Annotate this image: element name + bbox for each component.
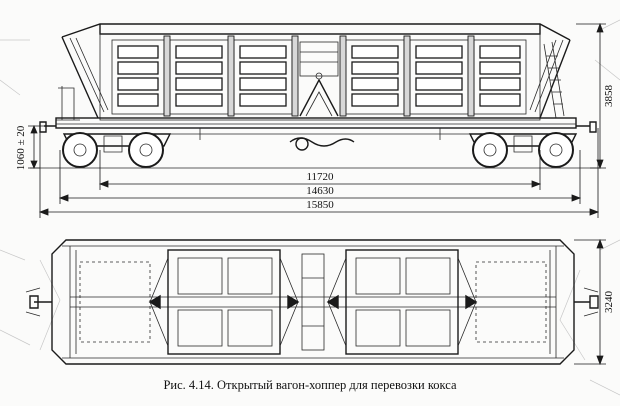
wheel bbox=[128, 132, 164, 168]
plan-center-sill bbox=[70, 296, 556, 308]
left-end-slope bbox=[61, 36, 99, 119]
center-hatch-section bbox=[291, 35, 347, 117]
left-coupler bbox=[39, 121, 56, 133]
dim-width: 3240 bbox=[603, 291, 615, 314]
center-hopper-chute bbox=[299, 78, 339, 117]
roof-outline bbox=[61, 23, 571, 41]
wheel bbox=[62, 132, 98, 168]
plan-bogie-outlines bbox=[79, 261, 547, 343]
brake-cylinder bbox=[295, 137, 309, 151]
body-side bbox=[99, 33, 541, 121]
brake-rigging bbox=[140, 128, 500, 140]
background-ghost-lines bbox=[0, 19, 620, 396]
top-rim bbox=[99, 24, 541, 35]
left-bogie bbox=[62, 132, 172, 168]
brake-platform bbox=[56, 86, 80, 121]
figure-caption: Рис. 4.14. Открытый вагон-хоппер для пер… bbox=[163, 378, 457, 392]
wheel bbox=[472, 132, 508, 168]
dim-total-length: 15850 bbox=[306, 199, 334, 211]
plan-outline bbox=[51, 239, 575, 365]
right-hopper-opening bbox=[326, 249, 478, 355]
side-view bbox=[30, 23, 600, 169]
dimension-lines bbox=[28, 22, 606, 366]
plan-side-rails bbox=[62, 245, 564, 359]
right-bogie bbox=[468, 132, 578, 168]
left-hopper-opening bbox=[148, 249, 300, 355]
dim-height: 3858 bbox=[603, 85, 615, 108]
left-panel-group bbox=[111, 35, 293, 117]
dim-coupler-height: 1060 ± 20 bbox=[15, 125, 27, 170]
left-end-ribs bbox=[69, 37, 109, 113]
plan-view bbox=[25, 239, 599, 365]
wheel bbox=[538, 132, 574, 168]
center-plan-section bbox=[301, 253, 325, 351]
right-end-slope bbox=[539, 39, 571, 119]
dim-inner-length: 11720 bbox=[306, 171, 334, 183]
plan-right-coupler bbox=[574, 295, 599, 309]
end-ladder bbox=[543, 41, 565, 119]
underframe bbox=[55, 117, 577, 129]
plan-left-coupler bbox=[29, 295, 52, 309]
right-coupler bbox=[576, 121, 597, 133]
right-panel-group bbox=[345, 35, 527, 117]
dim-axle-span: 14630 bbox=[306, 185, 334, 197]
